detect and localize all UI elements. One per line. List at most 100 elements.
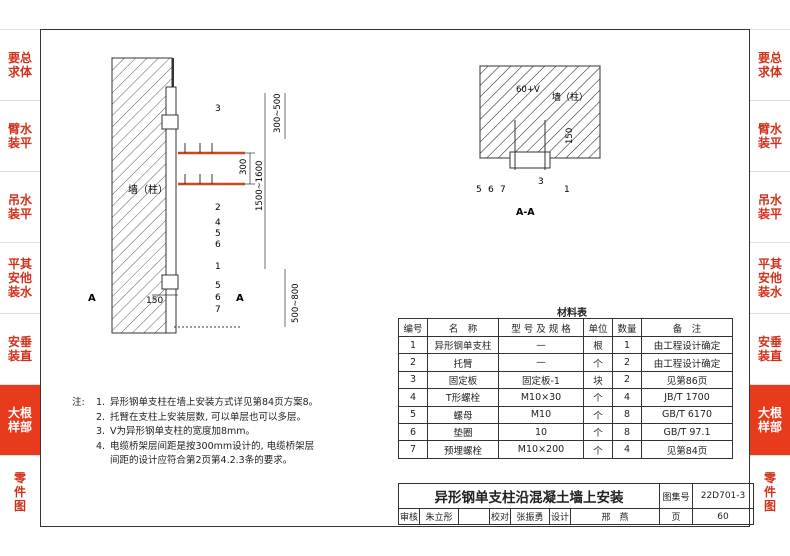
dim-1500-1600: 1500~1600 [255,161,265,211]
table-cell: 由工程设计确定 [641,335,733,355]
svg-text:6: 6 [488,185,494,195]
drawing-title: 异形钢单支柱沿混凝土墙上安装 [398,483,660,509]
callout-numbers: 3 2 4 5 6 1 5 6 7 [215,104,221,315]
table-cell: M10 [498,405,584,424]
fixing-plate-top [161,114,179,130]
note-line: 3.V为异形钢单支柱的宽度加8mm。 [96,426,256,437]
table-cell: 8 [612,422,642,442]
page-number: 60 [692,508,754,525]
table-cell: 见第86页 [641,370,733,390]
table-cell: 4 [398,388,428,407]
wall-label: 墙（柱） [128,183,168,196]
table-cell: 4 [612,388,642,407]
dim-150: 150 [146,296,163,306]
note-line: 注:1.异形钢单支柱在墙上安装方式详见第84页方案8。 [72,397,319,408]
svg-text:1: 1 [215,262,221,272]
left-tab-5[interactable]: 大根 样部 [0,384,40,455]
table-cell: 个 [583,440,613,459]
left-tab-6[interactable]: 零 件 图 [0,455,40,527]
table-cell: 4 [612,440,642,459]
left-tab-0[interactable]: 要总 求体 [0,29,40,100]
drawing-frame [40,29,750,527]
materials-header-cell: 编号 [398,318,428,337]
note-line: 4.电缆桥架层间距是按300mm设计的, 电缆桥架层 [96,440,315,452]
atlas-number: 22D701-3 [692,483,754,509]
materials-header-cell: 名 称 [427,318,499,337]
table-cell: 个 [583,353,613,372]
review-label: 审核 [398,508,420,525]
right-tab-3[interactable]: 平其 安他 装水 [750,242,790,313]
section-column [509,151,551,169]
elevation-drawing: 300~500 1500~1600 300 500~800 墙（柱） 150 A… [88,57,301,334]
bracket-arm-upper [178,143,245,155]
section-mark-left: A [88,293,96,304]
designer: 邢 燕 [570,508,660,525]
design-label: 设计 [549,508,571,525]
svg-text:4: 4 [215,218,221,228]
svg-text:3: 3 [538,177,544,187]
title-block: 异形钢单支柱沿混凝土墙上安装 图集号 22D701-3 审核 朱立彤 校对 张振… [398,483,754,525]
table-cell: 块 [583,370,613,390]
dim-300: 300 [239,159,249,175]
dim-300-500: 300~500 [273,93,283,133]
section-dim-top: 60+V [516,85,540,95]
page-label: 页 [659,508,693,525]
reviewer: 朱立彤 [419,508,459,525]
right-tab-5[interactable]: 大根 样部 [750,384,790,455]
materials-header-cell: 数量 [612,318,642,337]
svg-text:1: 1 [564,185,570,195]
right-tab-4[interactable]: 安垂 装直 [750,313,790,384]
svg-text:5: 5 [215,229,221,239]
table-cell: 3 [398,370,428,390]
svg-text:7: 7 [215,305,221,315]
right-tab-6[interactable]: 零 件 图 [750,455,790,527]
table-cell: 固定板 [427,370,499,390]
table-cell: 6 [398,422,428,442]
section-dim-150: 150 [565,128,575,144]
svg-text:5: 5 [476,185,482,195]
checker: 张振勇 [510,508,550,525]
bracket-arm-lower [178,174,245,186]
right-tab-0[interactable]: 要总 求体 [750,29,790,100]
single-column [165,86,177,334]
notes: 注:1.异形钢单支柱在墙上安装方式详见第84页方案8。 2.托臂在支柱上安装层数,… [72,396,318,469]
table-cell: 2 [612,370,642,390]
table-cell: 螺母 [427,405,499,424]
dim-500-800: 500~800 [291,283,301,323]
left-tab-4[interactable]: 安垂 装直 [0,313,40,384]
table-cell: 由工程设计确定 [641,353,733,372]
note-line: 2.托臂在支柱上安装层数, 可以单层也可以多层。 [96,411,307,423]
left-tab-2[interactable]: 吊水 装平 [0,171,40,242]
table-cell: 托臂 [427,353,499,372]
left-tab-1[interactable]: 臂水 装平 [0,100,40,171]
right-tab-2[interactable]: 吊水 装平 [750,171,790,242]
table-cell: 预埋螺栓 [427,440,499,459]
right-tab-1[interactable]: 臂水 装平 [750,100,790,171]
svg-text:7: 7 [500,185,506,195]
table-cell: 见第84页 [641,440,733,459]
section-mark-right: A [236,293,244,304]
section-title: A-A [516,207,535,218]
table-cell: JB/T 1700 [641,388,733,407]
left-tab-3[interactable]: 平其 安他 装水 [0,242,40,313]
svg-text:6: 6 [215,240,221,250]
table-cell: 1 [612,335,642,355]
reviewer-signature [458,508,490,525]
section-a-a-drawing: 60+V 墙（柱） 150 5 6 7 3 1 A-A [476,65,601,218]
materials-header-cell: 型 号 及 规 格 [498,318,584,337]
table-cell: 根 [583,335,613,355]
table-cell: M10×200 [498,440,584,459]
note-line: 间距的设计应符合第2页第4.2.3条的要求。 [110,455,293,466]
table-cell: 个 [583,405,613,424]
table-cell: 垫圈 [427,422,499,442]
table-cell: 个 [583,422,613,442]
table-cell: GB/T 6170 [641,405,733,424]
table-cell: 1 [398,335,428,355]
materials-header-cell: 单位 [583,318,613,337]
materials-title: 材料表 [557,308,587,319]
